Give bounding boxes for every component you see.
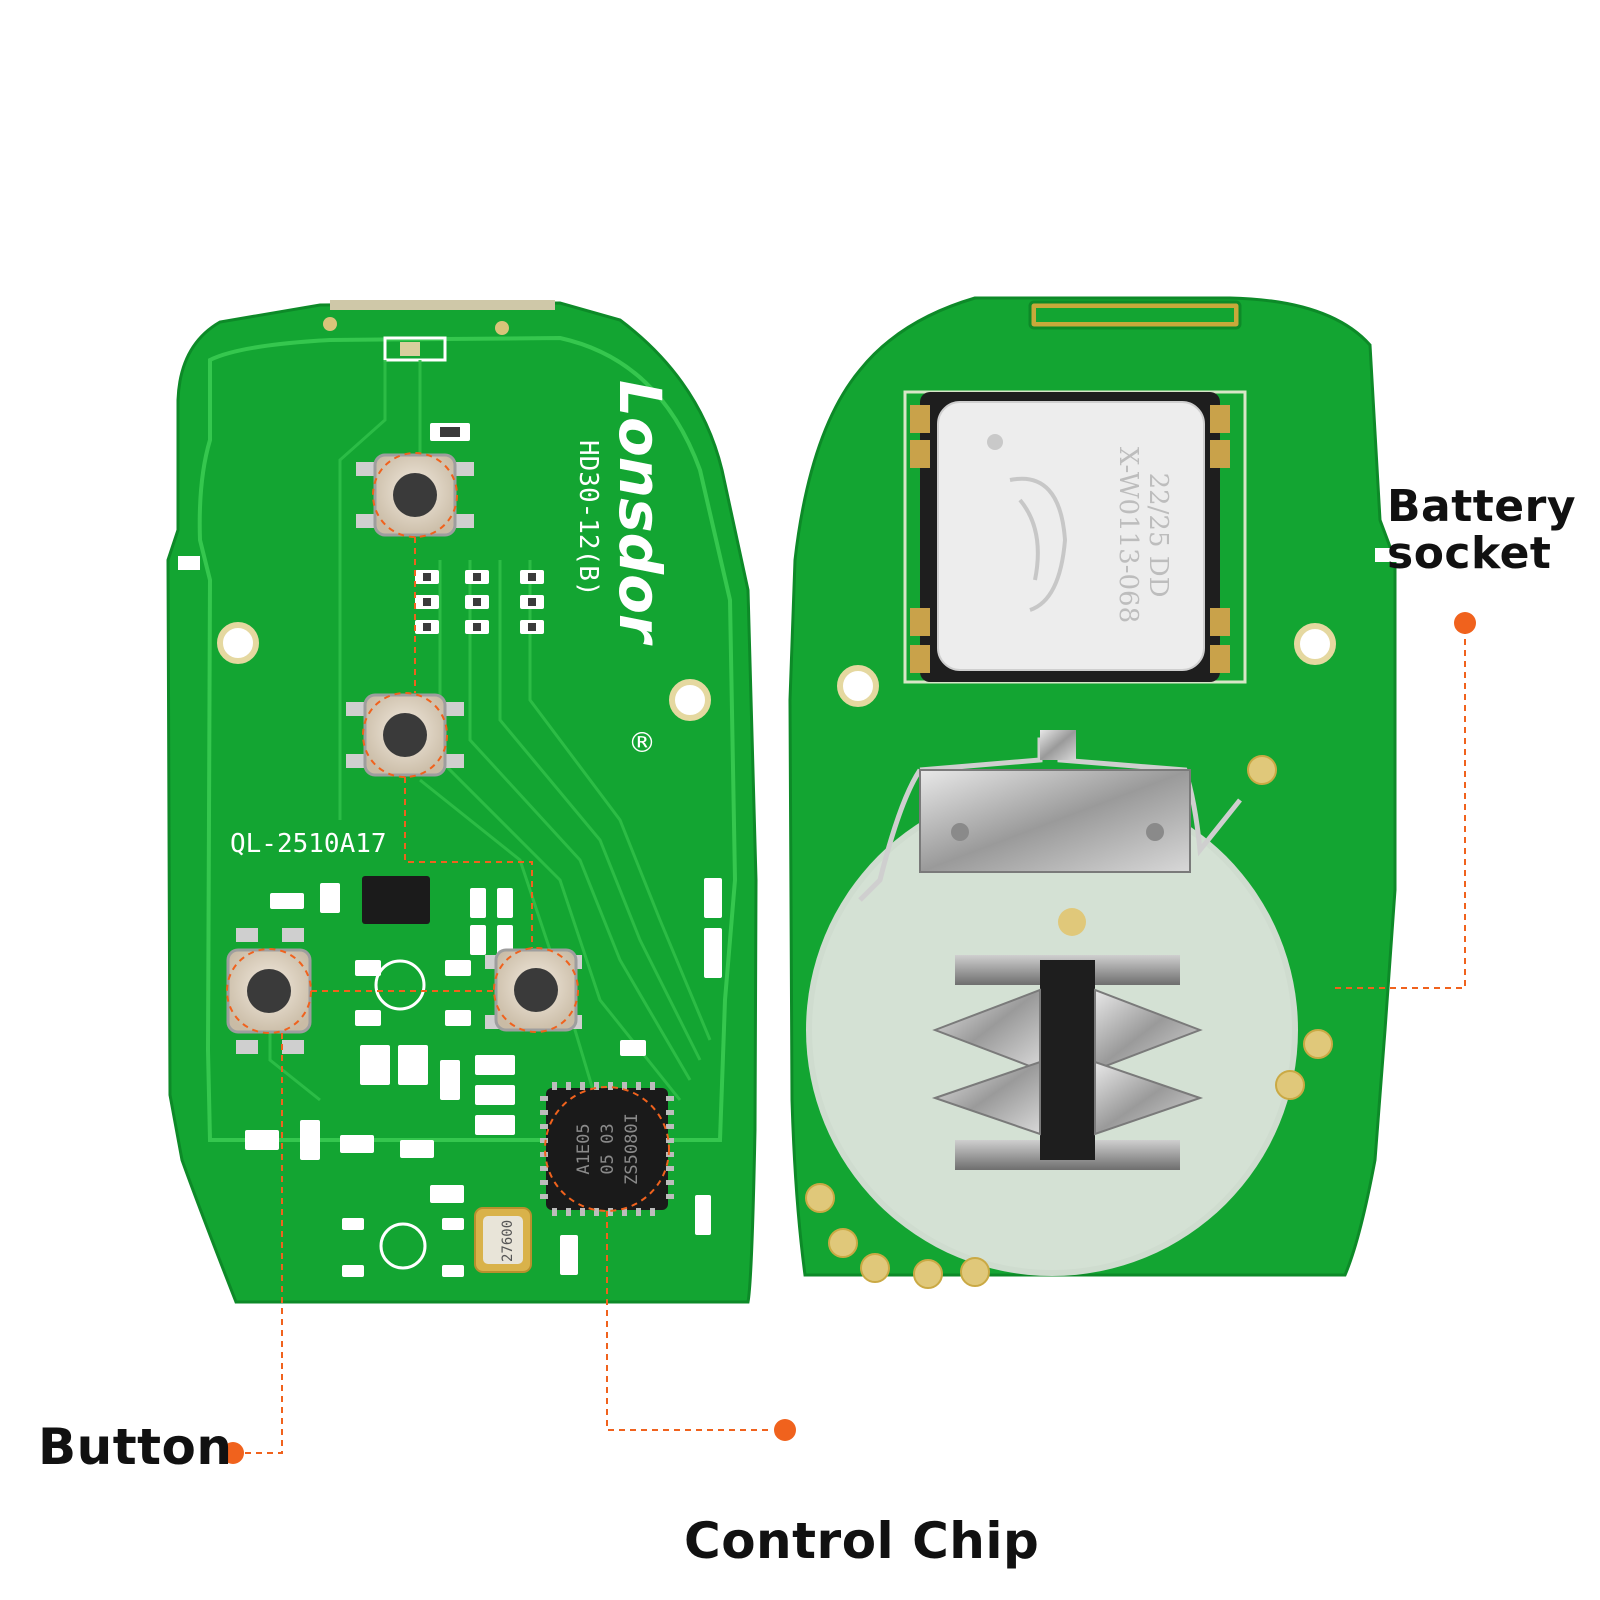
chip-callout-dot: [774, 1419, 796, 1441]
back-pcb-board: X-W0113-068 22/25 DD: [788, 296, 1397, 1289]
battery-callout-dot: [1454, 612, 1476, 634]
front-pcb-board: 27600 ZS5080I 05 03 A1E05: [166, 300, 758, 1304]
battery-socket: [806, 730, 1298, 1276]
brand-logo-text: Lonsdor: [606, 380, 674, 646]
battery-socket-label-line2: socket: [1387, 528, 1552, 579]
tactile-button-3: [226, 928, 312, 1054]
crystal-oscillator: 27600: [474, 1207, 532, 1273]
control-chip-callout-label: Control Chip: [684, 1512, 1040, 1570]
button-callout-label: Button: [38, 1418, 233, 1476]
coil-marking-line1: X-W0113-068: [1113, 447, 1143, 623]
transponder-coil-module: X-W0113-068 22/25 DD: [903, 390, 1247, 684]
coil-marking-line2: 22/25 DD: [1143, 473, 1173, 598]
callout-markers: [226, 452, 1466, 1454]
model-marking: HD30-12(B): [573, 440, 603, 597]
battery-socket-label-line1: Battery: [1387, 481, 1577, 532]
button-highlight-4: [493, 947, 579, 1033]
battery-socket-callout-label: Battery socket: [1387, 483, 1576, 577]
chip-marking-line2: 05 03: [598, 1123, 618, 1174]
button-callout-dot: [222, 1442, 244, 1464]
crystal-marking: 27600: [500, 1220, 516, 1262]
control-chip-ic: ZS5080I 05 03 A1E05: [540, 1082, 674, 1216]
chip-marking-line1: ZS5080I: [622, 1113, 642, 1185]
chip-marking-line3: A1E05: [574, 1123, 594, 1174]
pcb-code-marking: QL-2510A17: [230, 829, 387, 859]
tactile-button-1: [356, 453, 474, 537]
tactile-button-4: [485, 948, 582, 1032]
button-highlight-2: [362, 692, 448, 778]
button-highlight-1: [372, 452, 458, 538]
callout-dots: [222, 612, 1476, 1464]
registered-mark: ®: [628, 726, 656, 759]
chip-highlight: [544, 1086, 670, 1212]
tactile-button-2: [346, 693, 464, 777]
small-ic-chip: [362, 876, 430, 924]
